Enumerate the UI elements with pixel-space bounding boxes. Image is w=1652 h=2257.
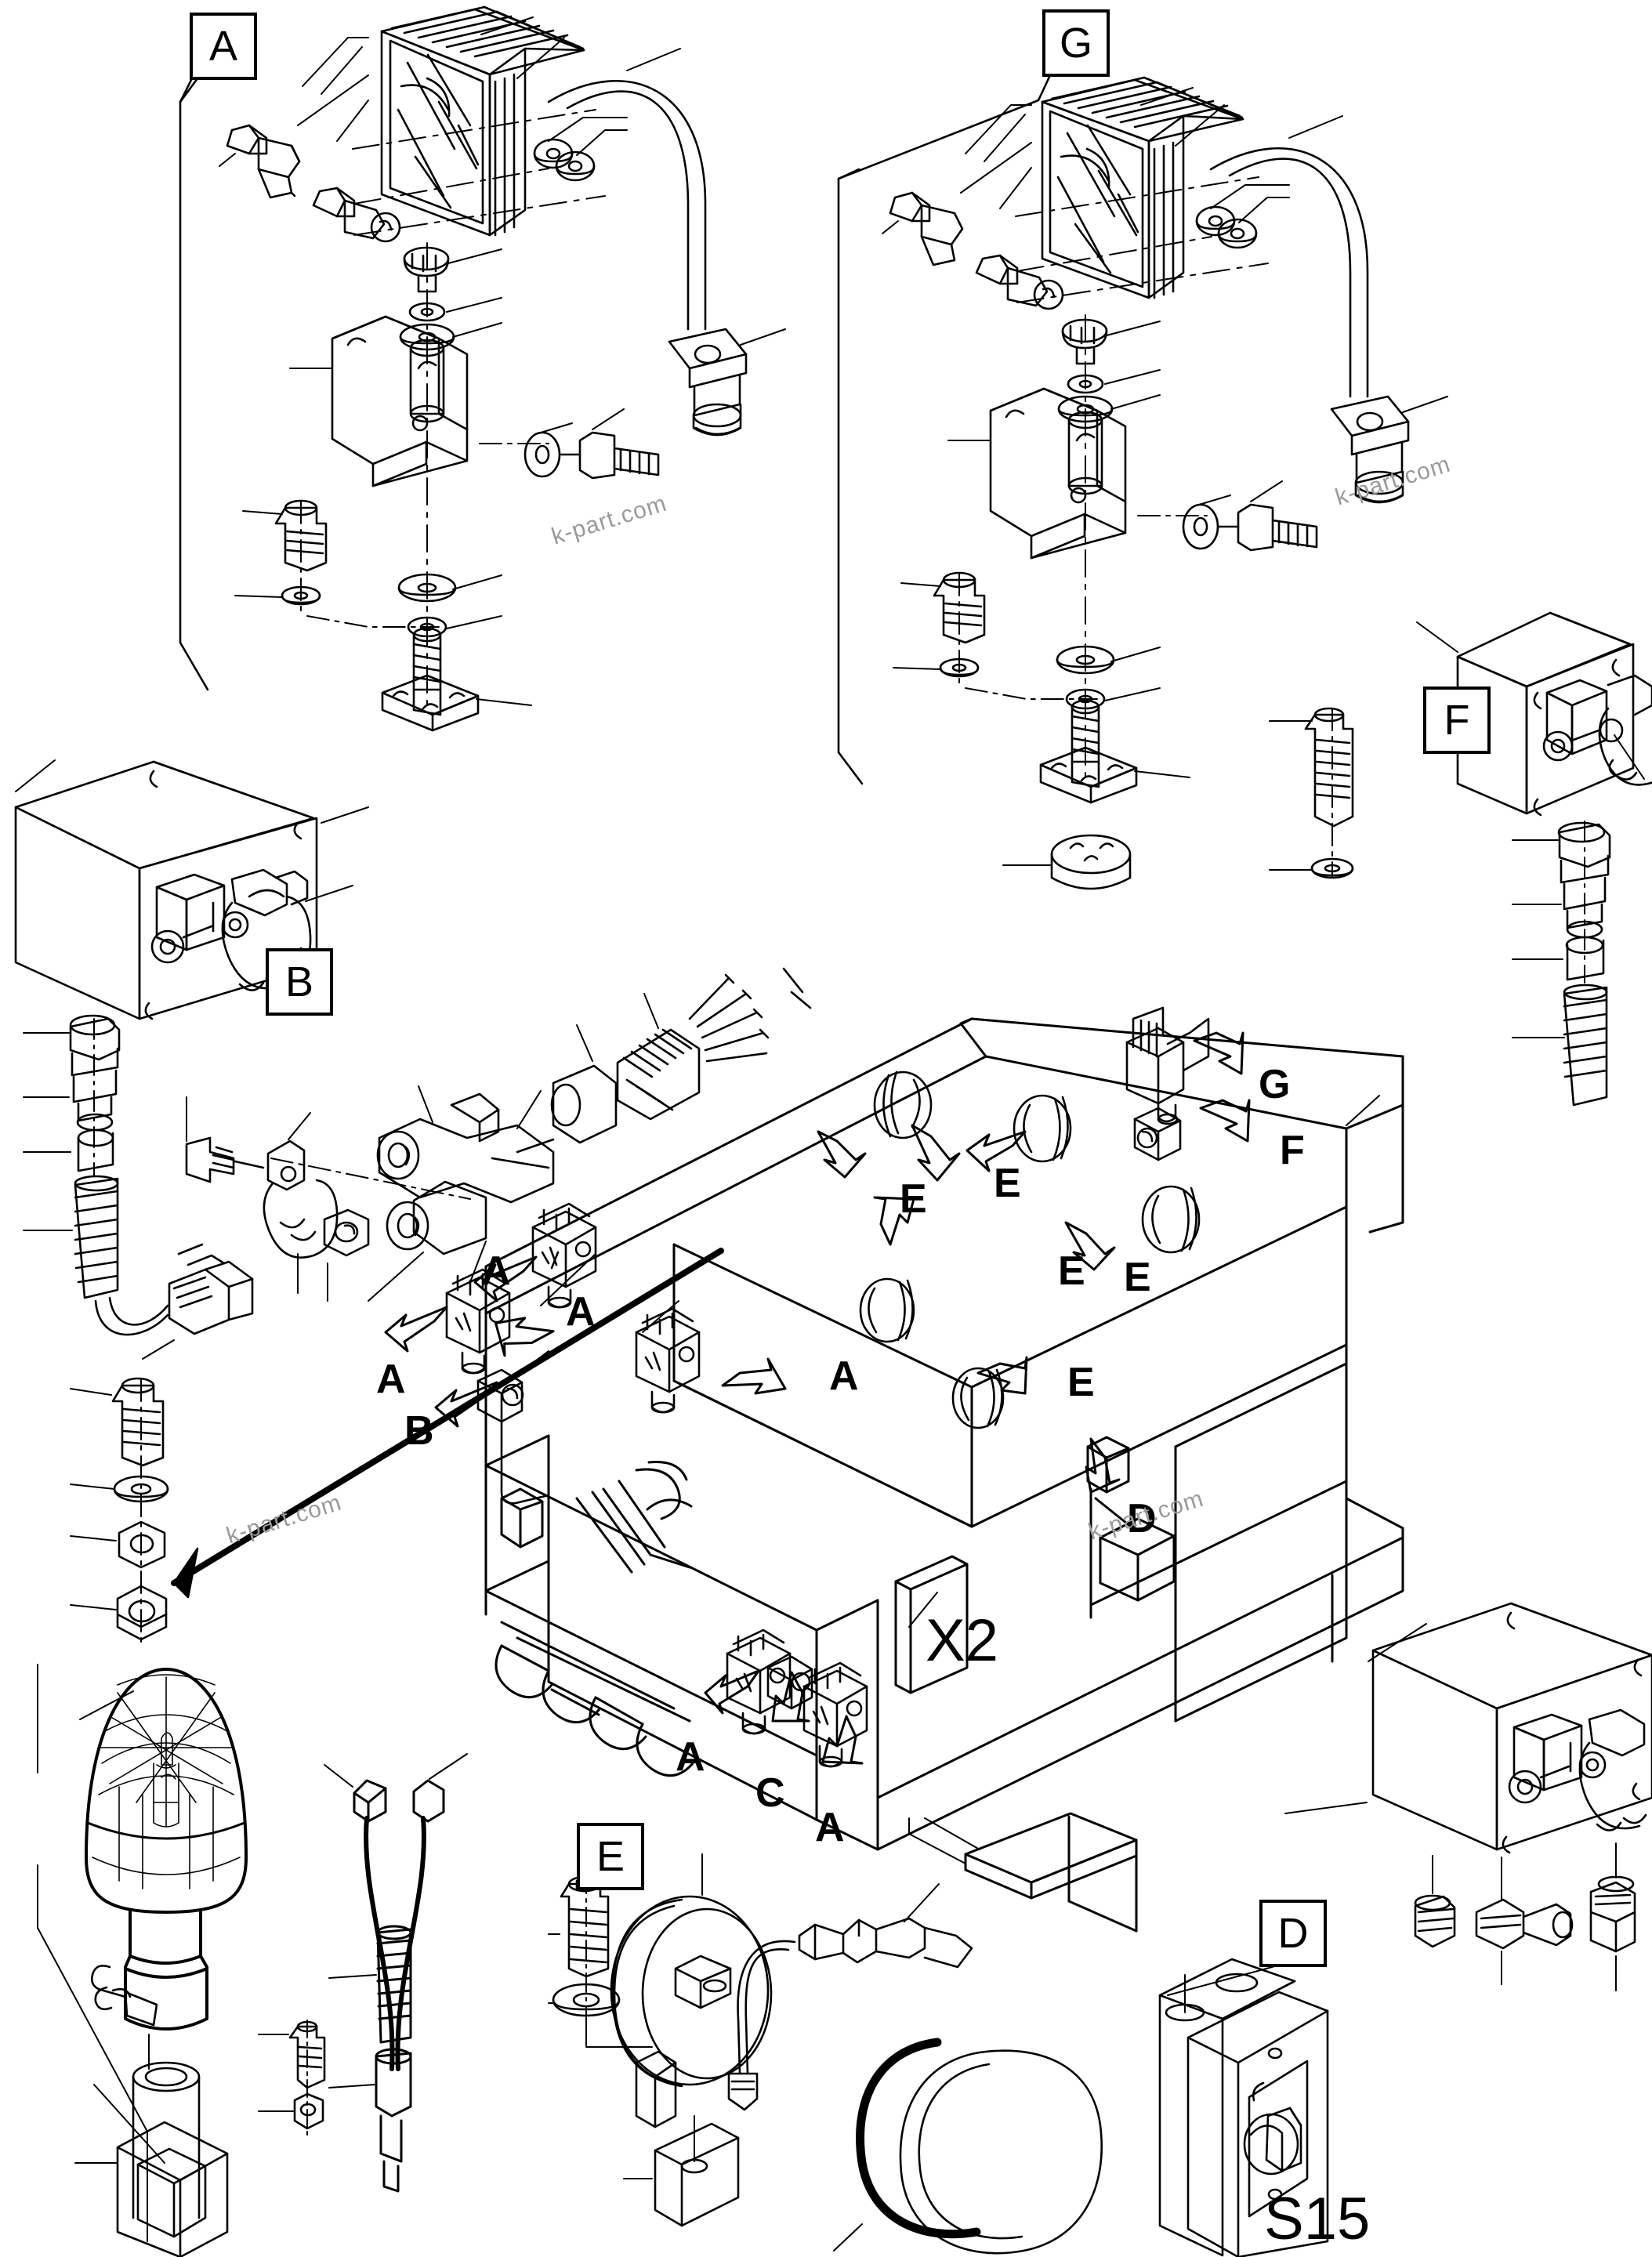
section-label-e[interactable]: E bbox=[577, 1823, 644, 1890]
horn-disc-e bbox=[610, 1895, 773, 2128]
lamp-base-plate-a bbox=[381, 674, 480, 732]
section-label-f[interactable]: F bbox=[1423, 687, 1491, 754]
machine-blank-plugs-e bbox=[859, 1071, 1201, 1429]
lamp-washer-stack-g bbox=[1195, 205, 1258, 249]
callout-e-2: E bbox=[994, 1161, 1021, 1206]
beacon-stem bbox=[124, 1909, 208, 2031]
callout-e-4: E bbox=[1124, 1255, 1151, 1300]
blank-plug-e4 bbox=[859, 1277, 915, 1343]
callout-e-5: E bbox=[1067, 1360, 1095, 1405]
callout-e-1: E bbox=[900, 1176, 927, 1222]
machine-leader-lines bbox=[498, 1095, 1380, 1850]
machine-socket-a4 bbox=[726, 1628, 792, 1735]
machine-body-reference bbox=[484, 1017, 1404, 1933]
section-label-b[interactable]: B bbox=[266, 948, 333, 1016]
lamp-cable-a bbox=[547, 79, 707, 331]
callout-b-machine: B bbox=[404, 1408, 434, 1454]
section-label-g[interactable]: G bbox=[1042, 9, 1110, 77]
lamp-plug-connector-g bbox=[1330, 395, 1410, 504]
socket-box-lower-right bbox=[1371, 1602, 1652, 1854]
section-label-a[interactable]: A bbox=[190, 13, 257, 80]
lamp-long-screw-g bbox=[1304, 707, 1354, 879]
cable-clamp-bracket-b bbox=[185, 1136, 370, 1259]
callout-f-machine: F bbox=[1280, 1128, 1305, 1173]
blank-plug-e5 bbox=[951, 1367, 1005, 1429]
machine-socket-connectors bbox=[445, 1202, 868, 1768]
machine-module-g bbox=[1125, 1006, 1210, 1125]
horn-assembly-e bbox=[548, 1853, 1103, 2255]
blank-plug-e1 bbox=[873, 1071, 933, 1139]
callout-g-machine: G bbox=[1259, 1062, 1291, 1107]
horn-screw-e bbox=[560, 1875, 610, 1978]
callout-a-4: A bbox=[829, 1353, 859, 1399]
lamp-bulb-g bbox=[889, 191, 964, 266]
part-tag-s15: S15 bbox=[1264, 2186, 1371, 2252]
lamp-base-plate-g bbox=[1039, 746, 1138, 804]
callout-d-machine: D bbox=[1127, 1496, 1157, 1541]
lamp-screw-cluster-g bbox=[933, 571, 986, 678]
blank-plug-e2 bbox=[1013, 1094, 1072, 1163]
multiway-connector-b bbox=[376, 1092, 555, 1255]
assembly-a-group bbox=[179, 5, 786, 732]
callout-a-5: A bbox=[676, 1734, 705, 1780]
assembly-b-group bbox=[14, 759, 812, 1647]
part-tag-x2: X2 bbox=[926, 1607, 998, 1674]
callout-a-1: A bbox=[481, 1248, 511, 1294]
lamp-bolt-washer-right-g bbox=[1182, 503, 1318, 552]
horn-cover-e bbox=[899, 2049, 1103, 2255]
socket-box-right-f bbox=[1456, 611, 1652, 817]
assembly-f-group bbox=[1416, 611, 1652, 1107]
blank-plug-e3 bbox=[1141, 1185, 1201, 1254]
beacon-mount-tube bbox=[132, 2061, 201, 2219]
beacon-locking-lever bbox=[91, 1965, 158, 2027]
lamp-washer-stack-a bbox=[533, 138, 596, 182]
callout-a-6: A bbox=[815, 1805, 845, 1850]
lamp-cable-g bbox=[1209, 147, 1369, 398]
harness-plug-b bbox=[168, 1243, 254, 1335]
beacon-wire-harness bbox=[364, 1816, 426, 2071]
machine-socket-a3 bbox=[635, 1307, 701, 1414]
horn-mount-block-e bbox=[654, 2122, 740, 2227]
assembly-g-group bbox=[837, 74, 1448, 890]
work-lamp-housing-a bbox=[380, 5, 585, 237]
beacon-dome bbox=[85, 1668, 248, 1914]
callout-arrows bbox=[384, 1031, 1251, 1765]
corrugated-sleeve-b bbox=[550, 967, 812, 1144]
callout-a-3: A bbox=[376, 1357, 406, 1402]
horn-seal-ring-e bbox=[856, 2038, 981, 2239]
machine-module-f bbox=[1133, 1107, 1182, 1161]
callout-c-1: C bbox=[755, 1770, 785, 1816]
beacon-base-bracket bbox=[116, 2121, 229, 2257]
rotating-beacon-assembly bbox=[37, 1664, 468, 2257]
socket-box-left bbox=[14, 760, 318, 1020]
machine-socket-a1 bbox=[531, 1202, 597, 1309]
machine-socket-a5 bbox=[802, 1661, 868, 1768]
section-label-d[interactable]: D bbox=[1259, 1900, 1327, 1967]
lamp-bulb-a bbox=[226, 124, 301, 199]
callout-a-2: A bbox=[566, 1289, 596, 1335]
machine-cube-connector-b bbox=[476, 1368, 550, 1505]
callout-e-3: E bbox=[1058, 1248, 1085, 1294]
lamp-round-cover-g bbox=[1050, 834, 1132, 890]
horn-switch-e bbox=[727, 1917, 973, 2111]
work-lamp-housing-g bbox=[1041, 76, 1244, 299]
harness-cable-b bbox=[94, 1299, 169, 1336]
lamp-bolt-washer-right-a bbox=[523, 431, 660, 480]
lamp-bulb-b-g bbox=[975, 254, 1064, 310]
lamp-plug-connector-a bbox=[668, 328, 748, 437]
lower-right-fittings bbox=[1414, 1842, 1636, 1991]
